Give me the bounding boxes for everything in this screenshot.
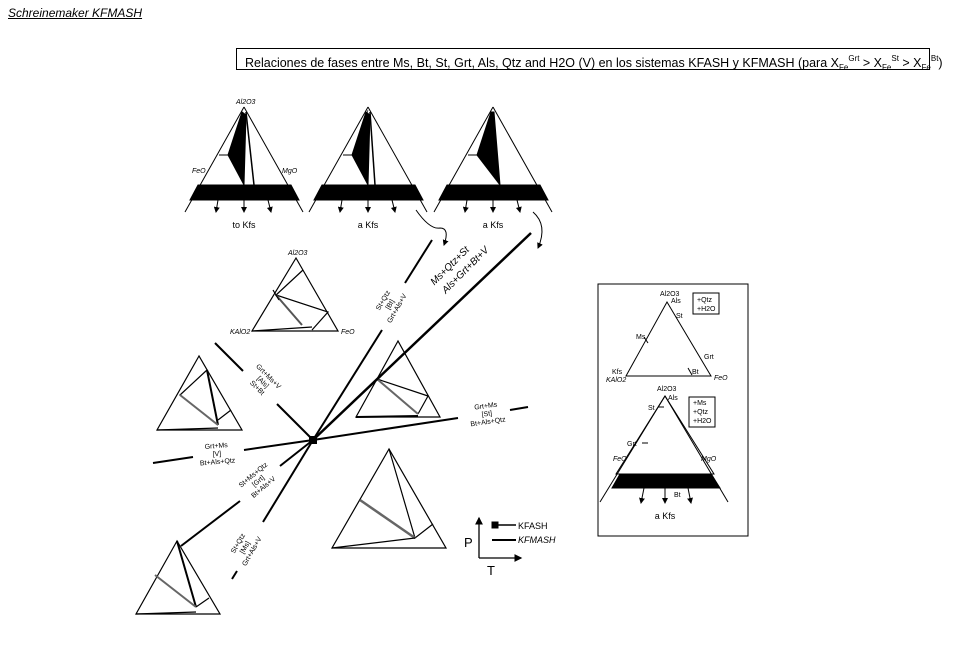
grt-absent-line [279, 439, 314, 467]
v-reaction-label: Grt+Ms [V] Bt+Als+Qtz [200, 442, 236, 468]
inset-kfs-label: Kfs [612, 369, 623, 376]
caption-text: Relaciones de fases entre Ms, Bt, St, Gr… [245, 56, 839, 70]
apex-label: Al2O3 [287, 250, 308, 257]
inset-apex-label: Al2O3 [657, 386, 677, 393]
inset-st-label: St [648, 405, 655, 412]
top-triangle-3 [433, 106, 553, 249]
legend-kfash: KFASH [518, 521, 548, 531]
inset-grt-label: Grt [627, 441, 637, 448]
subscript: Fe [882, 63, 892, 72]
small-triangle [250, 256, 340, 332]
absent-phase: [St] [481, 410, 492, 418]
p-axis-label: P [464, 535, 473, 550]
subscript: Fe [921, 63, 931, 72]
als-absent-line [214, 342, 244, 372]
st-absent-line [509, 406, 529, 411]
top-triangle-2 [308, 106, 449, 246]
left-triangle [155, 354, 244, 431]
reaction-reactants: Grt+Ms [474, 401, 498, 411]
reaction-products: Bt+Als+Qtz [200, 457, 236, 467]
caption-text: > X [859, 56, 883, 70]
ms-reaction-label: St+Qtz [Ms] Grt+Als+V [230, 532, 264, 567]
inset-extra-label: +H2O [693, 418, 712, 425]
inset-ms-label: Ms [636, 334, 646, 341]
inset-box [597, 283, 749, 537]
inset-bt-label: Bt [692, 369, 699, 376]
inset-bottom-triangle [599, 395, 729, 504]
inset-extra-label: +Qtz [693, 409, 708, 416]
inset-right-label: FeO [714, 375, 728, 382]
legend [475, 516, 523, 562]
als-absent-line [276, 403, 314, 441]
absent-phase: [Bt] [385, 298, 396, 311]
st-absent-line [312, 417, 459, 441]
kfash-reaction-label: Ms+Qtz+St Als+Grt+Bt+V [429, 244, 493, 297]
v-absent-line [152, 456, 194, 464]
inset-top-triangle [625, 292, 720, 377]
right-vertex-label: MgO [282, 168, 298, 175]
v-absent-line [243, 439, 314, 451]
left-vertex-label: KAlO2 [230, 329, 250, 336]
grt-absent-line [180, 500, 241, 547]
arrow-label: to Kfs [232, 220, 256, 230]
ms-absent-line [231, 570, 238, 580]
document-title: Schreinemaker KFMASH [8, 6, 143, 20]
caption-text: ) [938, 56, 943, 70]
reaction-reactants: Grt+Ms [204, 442, 228, 451]
apex-label: Al2O3 [235, 99, 256, 106]
reaction-products: Bt+Als+Qtz [470, 416, 507, 428]
left-vertex-label: FeO [192, 168, 206, 175]
inset-left-label: KAlO2 [606, 377, 626, 384]
inset-extra-label: +Qtz [697, 297, 712, 304]
reaction-lines [152, 232, 532, 580]
als-reaction-label: Grt+Ms+V [Als] St+Bt [248, 363, 282, 397]
bottom-left-triangle [134, 539, 222, 615]
inset-als-label: Als [668, 395, 678, 402]
arrow-label: a Kfs [358, 220, 379, 230]
inset-extra-label: +Ms [693, 400, 707, 407]
inset-left-label: FeO [613, 456, 627, 463]
inset-extra-label: +H2O [697, 306, 716, 313]
t-axis-label: T [487, 563, 495, 578]
inset-arrow-label: a Kfs [655, 511, 676, 521]
inset-st-label: St [676, 313, 683, 320]
caption-text: > X [898, 56, 922, 70]
ms-absent-line [262, 439, 314, 523]
caption-box: Relaciones de fases entre Ms, Bt, St, Gr… [236, 48, 943, 72]
inset-apex-label: Al2O3 [660, 291, 680, 298]
legend-kfmash: KFMASH [518, 535, 556, 545]
invariant-point [309, 436, 317, 444]
right-vertex-label: FeO [341, 329, 355, 336]
kfash-univariant-line [312, 232, 532, 441]
inset-als-label: Als [671, 298, 681, 305]
superscript: Grt [848, 54, 860, 63]
bt-absent-line [312, 329, 383, 441]
bt-absent-line [404, 239, 433, 284]
bt-reaction-label: St+Qtz [Bt] Grt+Als+V [375, 289, 409, 324]
inset-grt-label: Grt [704, 354, 714, 361]
inset-bt-label: Bt [674, 492, 681, 499]
st-reaction-label: Grt+Ms [St] Bt+Als+Qtz [470, 401, 507, 428]
inset-right-label: MgO [701, 456, 717, 463]
subscript: Fe [838, 63, 849, 72]
superscript: Bt [930, 54, 939, 63]
arrow-label: a Kfs [483, 220, 504, 230]
superscript: St [891, 54, 899, 63]
bottom-center-triangle [330, 447, 448, 549]
grt-reaction-label: St+Ms+Qtz [Grt] Bt+Als+V [238, 461, 278, 500]
top-triangle-1 [184, 106, 304, 213]
absent-phase: [V] [212, 451, 221, 459]
